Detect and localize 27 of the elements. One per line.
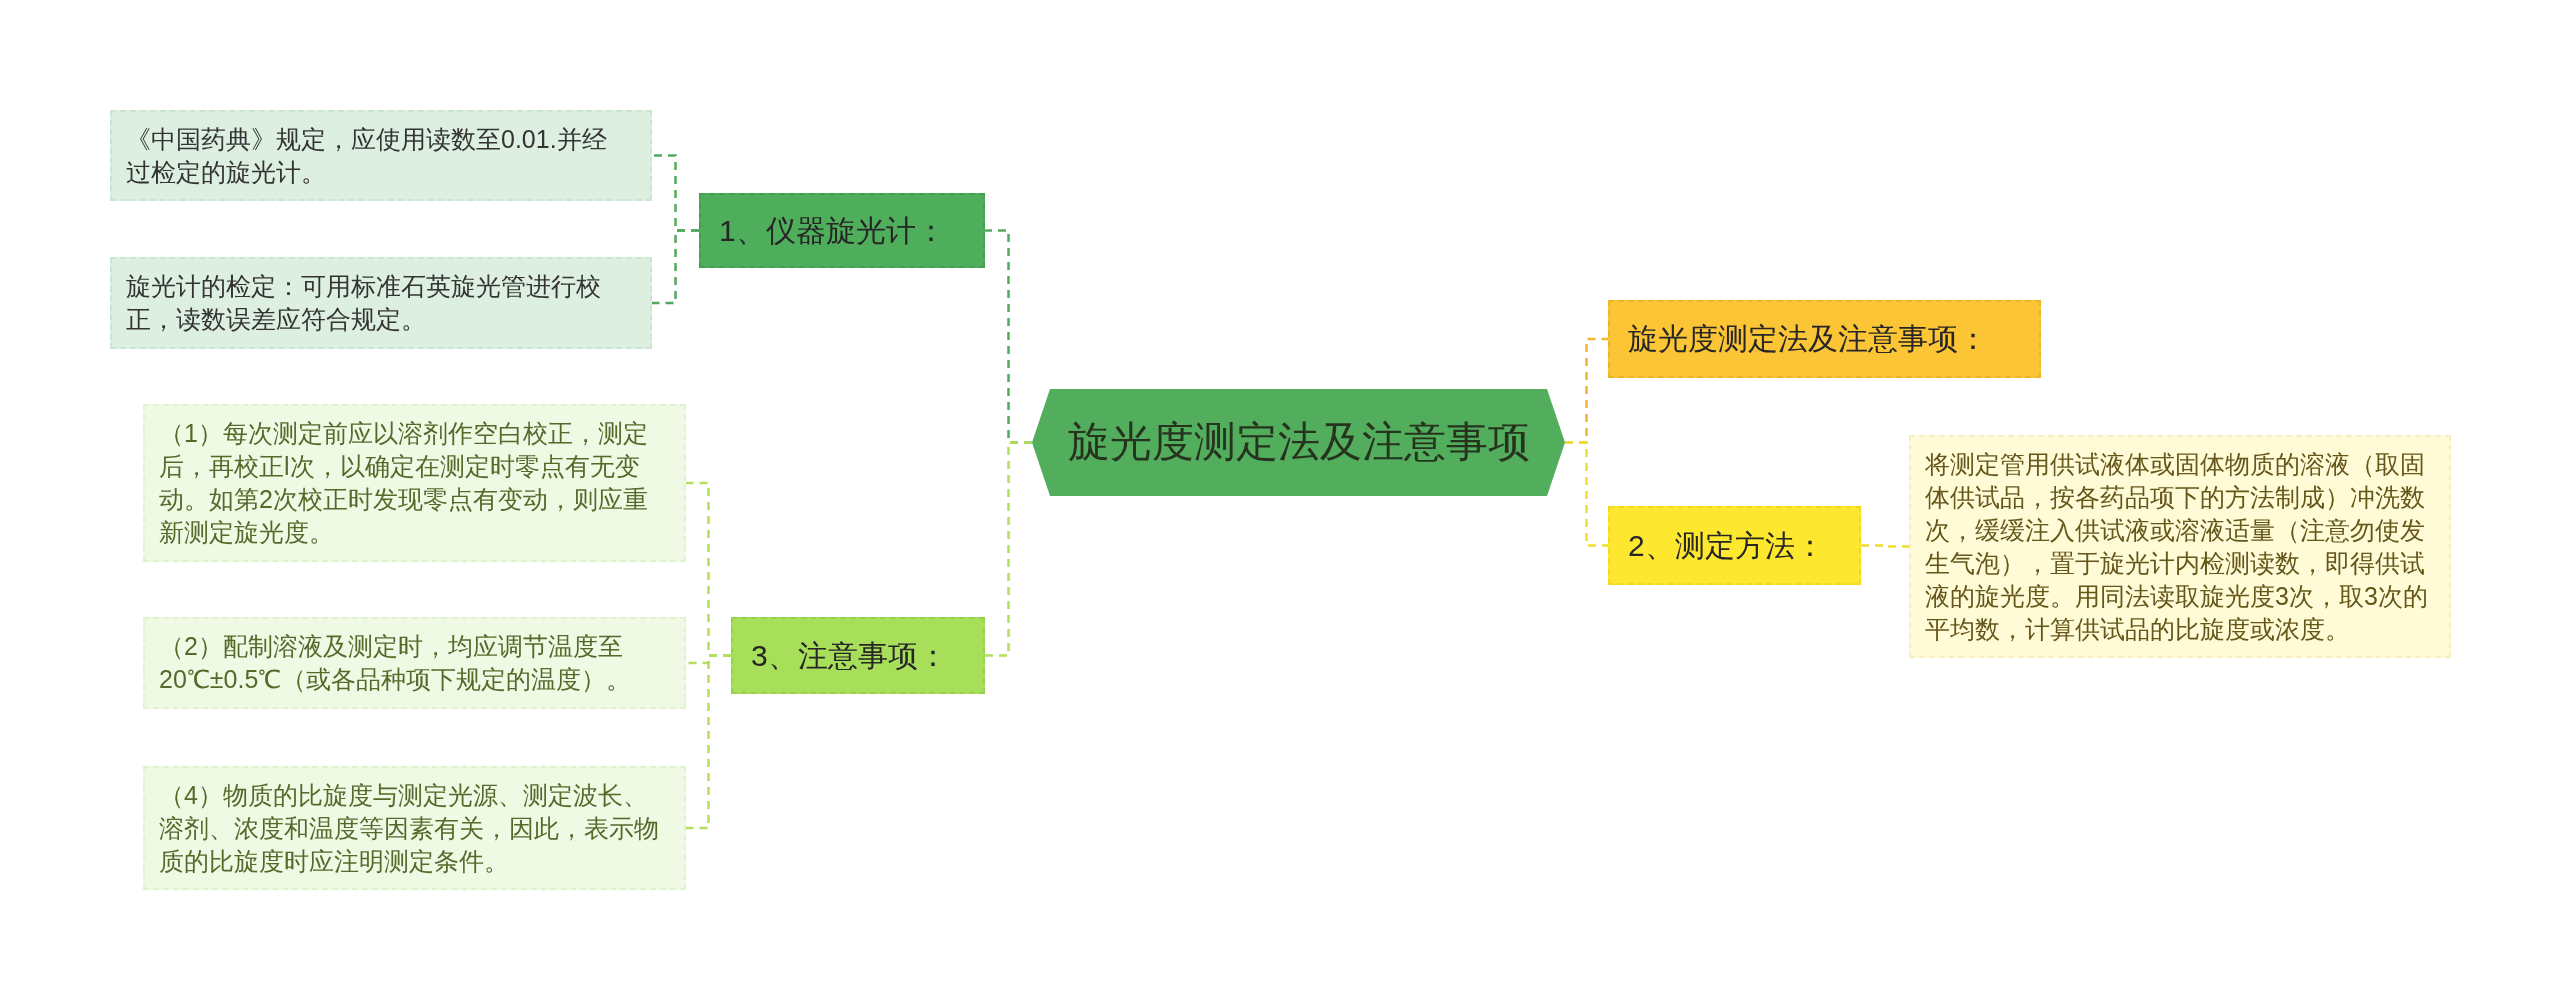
root-topic-hexagon [1032, 389, 1565, 496]
topic-label: 1、仪器旋光计： [719, 212, 947, 249]
note-text: （1）每次测定前应以溶剂作空白校正，测定后，再校正l次，以确定在测定时零点有无变动。如第2次校正时发现零点有变动，则应重新测定旋光度。 [159, 418, 649, 548]
note-text: 《中国药典》规定，应使用读数至0.01.并经过检定的旋光计。 [126, 123, 608, 188]
topic-title: 旋光度测定法及注意事项 [1067, 417, 1530, 468]
topic-label: 3、注意事项： [751, 637, 949, 674]
branch-topic-box [731, 617, 985, 694]
branch-topic-box [699, 193, 985, 268]
note-text: 旋光计的检定：可用标准石英旋光管进行校正，读数误差应符合规定。 [126, 271, 602, 335]
note-box [143, 617, 686, 709]
note-text: （4）物质的比旋度与测定光源、测定波长、溶剂、浓度和温度等因素有关，因此，表示物质的比旋度时应注明测定条件。 [159, 779, 660, 877]
connector-line [652, 229, 699, 305]
topic-label: 旋光度测定法及注意事项： [1628, 321, 1989, 357]
connector-line [985, 441, 1032, 657]
topic-label: 2、测定方法： [1628, 527, 1826, 564]
note-box [110, 110, 652, 201]
note-box [1909, 435, 2451, 658]
note-box [143, 766, 686, 890]
connector-line [1565, 441, 1608, 547]
note-box [143, 404, 686, 562]
branch-topic-box [1608, 300, 2041, 378]
connector-line [686, 654, 731, 830]
branch-topic-box [1608, 506, 1861, 585]
note-box [110, 257, 652, 349]
note-text: （2）配制溶液及测定时，均应调节温度至20℃±0.5℃（或各品种项下规定的温度）。 [159, 631, 633, 695]
connector-line [1861, 544, 1909, 548]
note-text: 将测定管用供试液体或固体物质的溶液（取固体供试品，按各药品项下的方法制成）冲洗数次，缓缓注入供试液或溶液适量（注意勿使发生气泡），置于旋光计内检测读数，即得供试液的旋光度。用同法读取旋光度3次，取3次的平均数，计算供试品的比旋度或浓度。 [1925, 448, 2429, 645]
